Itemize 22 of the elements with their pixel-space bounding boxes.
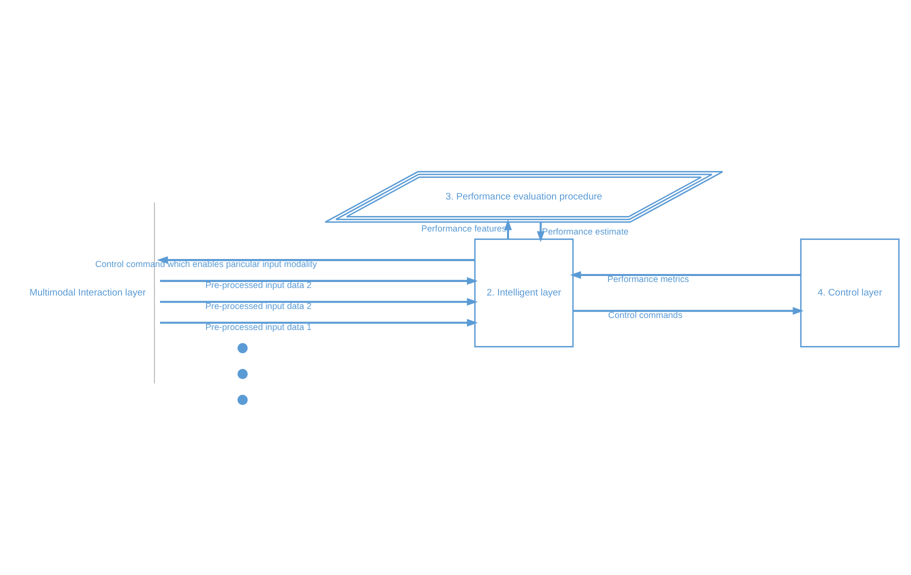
arrow <box>160 318 478 326</box>
arrow <box>156 256 475 264</box>
arrow <box>536 222 545 242</box>
edge-label: Performance estimate <box>542 226 629 236</box>
node-box: 4. Control layer <box>800 238 900 347</box>
arrow <box>570 270 801 278</box>
edge-label: Control commands <box>608 309 682 320</box>
edge-label: Performance features <box>421 223 506 234</box>
edge-label: Pre-processed input data 1 <box>205 321 312 332</box>
edge-label: Control command which enables paricular input modality <box>95 258 317 269</box>
node-box: 2. Intelligent layer <box>474 238 574 347</box>
arrow <box>160 276 478 284</box>
edge-label: Pre-processed input data 2 <box>205 300 312 310</box>
arrow <box>573 306 804 314</box>
node-text: Multimodal Interaction layer <box>29 286 146 298</box>
arrow <box>160 298 478 306</box>
node-circle <box>238 394 248 404</box>
edge-label: Performance metrics <box>607 274 689 284</box>
node-circle <box>238 342 248 353</box>
node-circle <box>238 368 248 379</box>
edge-label: Pre-processed input data 2 <box>205 280 312 290</box>
arrow <box>504 218 512 239</box>
